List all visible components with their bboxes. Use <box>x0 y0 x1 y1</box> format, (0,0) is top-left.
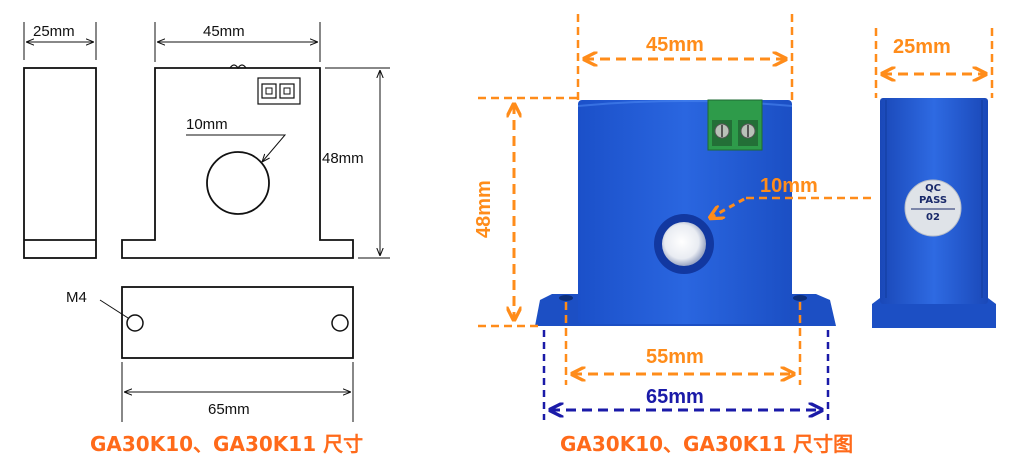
photo-side-width-dimension <box>874 28 994 98</box>
photo-side-width-label: 25mm <box>893 36 951 58</box>
side-view-drawing <box>23 67 97 259</box>
qc-sticker-line-3: 02 <box>926 212 940 223</box>
hole-diameter-label: 10mm <box>186 116 228 133</box>
hole-leader <box>186 134 287 162</box>
photo-height-label: 48mm <box>473 180 495 238</box>
base-length-label: 65mm <box>208 401 250 418</box>
photo-front-width-label: 45mm <box>646 34 704 56</box>
left-caption: GA30K10、GA30K11 尺寸 <box>90 432 364 456</box>
base-length-dimension <box>121 362 354 422</box>
right-caption: GA30K10、GA30K11 尺寸图 <box>560 432 854 456</box>
photo-front-width-dimension <box>576 14 794 100</box>
photo-hole-leader <box>710 196 872 218</box>
photo-mount-spacing-dimension <box>564 302 802 385</box>
side-width-dimension <box>23 22 97 60</box>
qc-sticker-line-1: QC <box>925 183 941 194</box>
height-dimension <box>325 67 390 259</box>
front-width-dimension <box>154 22 321 62</box>
photo-base-length-dimension <box>542 330 830 420</box>
front-width-label: 45mm <box>203 23 245 40</box>
photo-mount-spacing-label: 55mm <box>646 346 704 368</box>
photo-height-dimension <box>478 96 578 328</box>
base-view-drawing <box>99 286 354 359</box>
mount-thread-label: M4 <box>66 289 87 306</box>
side-width-label: 25mm <box>33 23 75 40</box>
sensor-front-photo <box>535 99 836 326</box>
sensor-side-photo <box>872 98 996 328</box>
photo-hole-diameter-label: 10mm <box>760 175 818 197</box>
height-label: 48mm <box>322 150 364 167</box>
photo-base-length-label: 65mm <box>646 386 704 408</box>
front-view-drawing <box>121 64 354 259</box>
qc-sticker-line-2: PASS <box>918 195 948 206</box>
